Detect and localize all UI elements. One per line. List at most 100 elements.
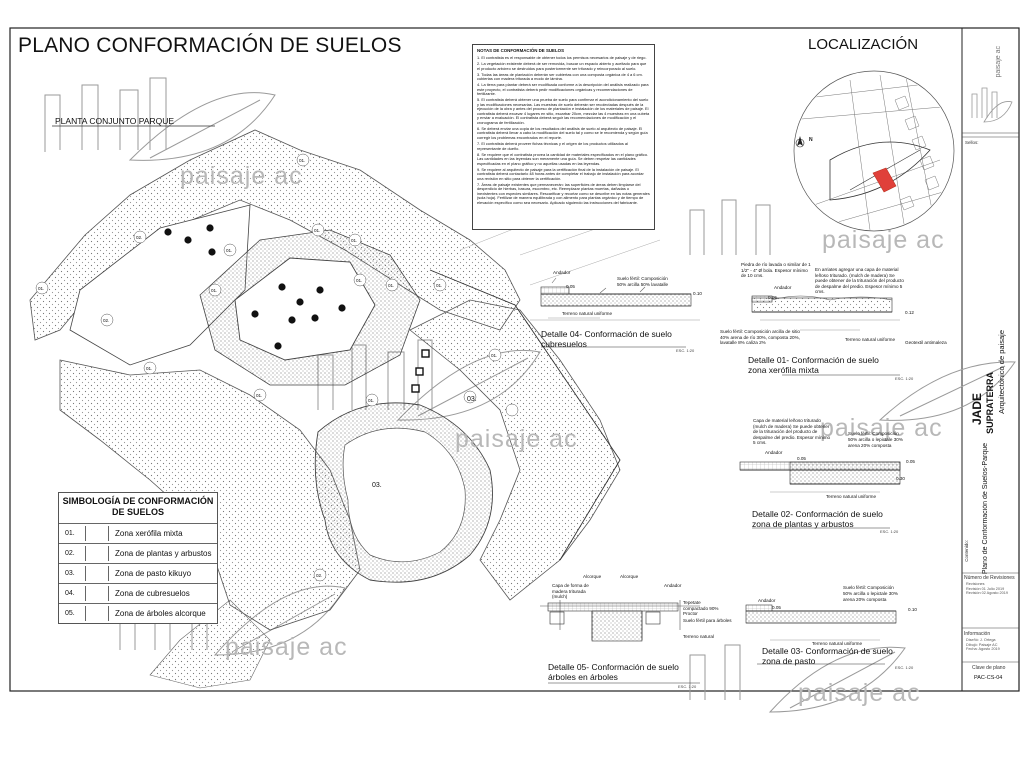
legend-code: 05. xyxy=(65,610,75,617)
note-item: 3. Todas las áreas de plantación deberán… xyxy=(477,71,643,82)
d03-title: Detalle 03- Conformación de suelo zona d… xyxy=(762,646,893,666)
revisiones-info: Revisiones Revisión 01 Julio 2019 Revisi… xyxy=(966,582,1009,596)
zone-label: 01. xyxy=(368,398,375,403)
note-item: 2. La vegetación existente deberá de ser… xyxy=(477,61,647,71)
d01-geotextil: Geotextil antimaleza xyxy=(905,340,947,345)
d03-suelo: Suelo fértil: Composición xyxy=(843,585,894,590)
zone-label: 01. xyxy=(356,278,363,283)
watermark-text: paisaje ac xyxy=(822,226,945,254)
d02-terreno: Terreno natural uniforme xyxy=(826,494,877,499)
d02-mix: 50% arcilla o lepictale 30% arena 20% co… xyxy=(848,437,903,448)
note-item: 4. La tierra para plantar deberá ser mod… xyxy=(477,82,649,97)
note-item: 7. El contratista deberá proveer fichas … xyxy=(477,141,628,151)
d05-tepetate: Tepetate compactado 90% Proctor xyxy=(683,600,719,617)
d01-andador: Andador xyxy=(774,285,792,290)
zone-label: 01. xyxy=(351,238,358,243)
brand-text: paisaje ac xyxy=(995,46,1002,78)
d04-title: Detalle 04- Conformación de suelo cubres… xyxy=(541,329,672,349)
legend-row: 05. Zona de árboles alcorque xyxy=(59,603,217,623)
sheet-code: PAC-CS-04 xyxy=(974,675,1003,681)
legend-name: Zona de pasto kikuyo xyxy=(115,569,192,578)
d02-scale: ESC. 1:20 xyxy=(880,529,899,534)
legend-swatch xyxy=(85,566,109,581)
d03-mix: 50% arcilla o lepictale 30% arena 20% co… xyxy=(843,591,898,602)
d01-capa: En arriates agregar una capa de material… xyxy=(815,267,904,295)
revisiones-label: Número de Revisiones xyxy=(964,575,1015,581)
zone-label: 02. xyxy=(136,235,143,240)
d04-lvl2: 0.10 xyxy=(693,291,702,296)
informacion-label: Información xyxy=(964,631,991,637)
zone-label: 01. xyxy=(38,286,45,291)
zone-label: 02. xyxy=(316,573,323,578)
d03-terreno: Terreno natural uniforme xyxy=(812,641,863,646)
informacion-info: Diseñó: J. Ortega Dibujó: Paisaje AC Fec… xyxy=(966,638,1000,652)
zone-label: 01. xyxy=(256,393,263,398)
d05-capa: Capa de forma de madera triturada (mulch… xyxy=(552,583,589,600)
legend-swatch xyxy=(85,526,109,541)
sellos-label: Sellos: xyxy=(965,140,979,145)
detail-05-section xyxy=(540,600,700,684)
d04-andador: Andador xyxy=(553,270,571,275)
legend-title: SIMBOLOGÍA DE CONFORMACIÓN DE SUELOS xyxy=(62,496,214,517)
watermark-text: paisaje ac xyxy=(798,679,921,707)
sheet-title: PLANO CONFORMACIÓN DE SUELOS xyxy=(18,34,402,57)
legend-row: 04. Zona de cubresuelos xyxy=(59,583,217,603)
d01-piedra: Piedra de río lavada o similar de 1 1/2"… xyxy=(741,262,811,279)
d04-mix: 50% arcilla 50% lavatalle xyxy=(617,282,669,287)
watermark-text: paisaje ac xyxy=(180,162,303,190)
note-item: 8. Se requiere que el contratista provea… xyxy=(477,151,649,166)
contenido-label: Contenido: xyxy=(964,540,969,562)
legend-code: 03. xyxy=(65,570,75,577)
d02-title: Detalle 02- Conformación de suelo zona d… xyxy=(752,509,883,529)
detail-03-section xyxy=(745,604,897,665)
legend-code: 01. xyxy=(65,530,75,537)
d01-suelo: Suelo fértil: Composición arcilla de sit… xyxy=(720,329,800,346)
firm-name: Arquitectónico de paisaje xyxy=(997,330,1006,414)
project-name: JADE xyxy=(970,393,984,426)
d04-terreno: Terreno natural uniforme xyxy=(562,311,613,316)
d02-suelo: Suelo fértil: Composición xyxy=(848,431,899,436)
d04-suelo: Suelo fértil: Composición xyxy=(617,276,668,281)
detail-04-section xyxy=(530,277,700,348)
d01-terreno: Terreno natural uniforme xyxy=(845,337,896,342)
d02-lvl2: 0.05 xyxy=(906,459,915,464)
client-name: SUPRATERRA xyxy=(985,372,995,434)
zone-label: 03. xyxy=(467,396,477,403)
d02-capa: Capa de material leñoso triturado (mulch… xyxy=(753,418,831,446)
detail-02-section xyxy=(739,461,901,529)
legend-swatch xyxy=(85,586,109,601)
legend-code: 04. xyxy=(65,590,75,597)
sheet-border xyxy=(9,27,1020,692)
d03-andador: Andador xyxy=(758,598,776,603)
watermark-text: paisaje ac xyxy=(820,414,943,442)
d04-scale: ESC. 1:20 xyxy=(676,348,695,353)
clave-label: Clave de plano xyxy=(972,665,1006,671)
zone-label: 01. xyxy=(146,366,153,371)
zone-label: 01. xyxy=(299,158,306,163)
north-label: N xyxy=(809,137,813,143)
d01-title: Detalle 01- Conformación de suelo zona x… xyxy=(748,355,879,375)
legend-row: 01. Zona xerófila mixta xyxy=(59,523,217,543)
legend-swatch xyxy=(85,546,109,561)
legend-row: 02. Zona de plantas y arbustos xyxy=(59,543,217,563)
legend-table: SIMBOLOGÍA DE CONFORMACIÓN DE SUELOS 01.… xyxy=(58,492,218,624)
zone-label: 01. xyxy=(314,228,321,233)
legend-swatch xyxy=(85,606,109,621)
d05-andador: Andador xyxy=(664,583,682,588)
zone-label: 01. xyxy=(436,283,443,288)
d03-scale: ESC. 1:20 xyxy=(895,665,914,670)
plan-name: Plano de Conformación de Suelos-Parque xyxy=(982,443,989,575)
notes-title: NOTAS DE CONFORMACIÓN DE SUELOS xyxy=(477,48,565,53)
watermark-text: paisaje ac xyxy=(225,633,348,661)
watermark-text: paisaje ac xyxy=(455,425,578,453)
legend-name: Zona de cubresuelos xyxy=(115,589,190,598)
zone-label: 01. xyxy=(226,248,233,253)
d05-scale: ESC. 1:20 xyxy=(678,684,697,689)
plan-label: PLANTA CONJUNTO PARQUE xyxy=(55,116,175,126)
note-item: 5. El contratista deberá obtener una pru… xyxy=(477,97,650,125)
titleblock-logo: paisaje ac xyxy=(962,28,1019,133)
location-title: LOCALIZACIÓN xyxy=(808,36,919,53)
d02-lvl1: 0.05 xyxy=(797,456,806,461)
d02-andador: Andador xyxy=(765,450,783,455)
